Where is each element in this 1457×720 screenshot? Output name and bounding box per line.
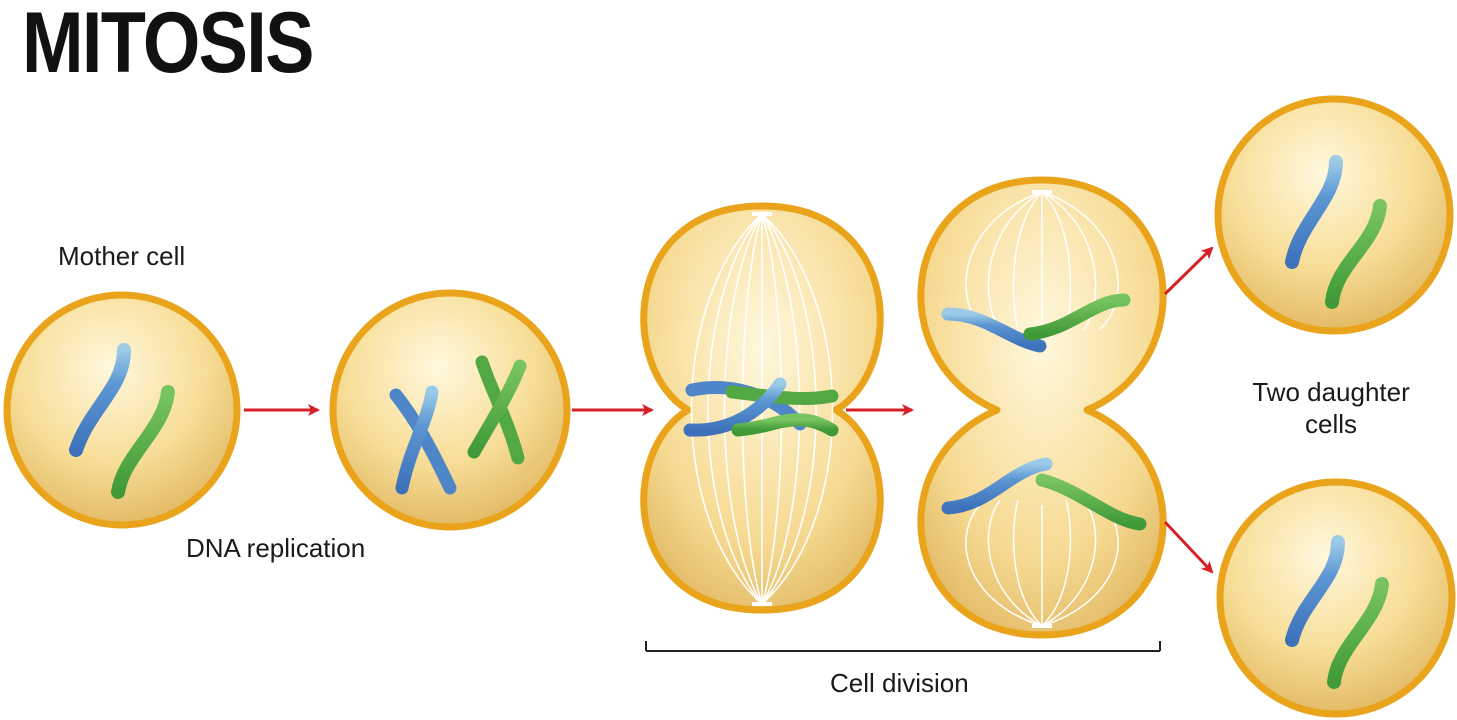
two-daughter-cells-label: Two daughter cells [1252,377,1410,439]
chromosome-green [111,385,175,499]
cell-division-bracket [645,641,1161,652]
mother-cell [3,291,241,529]
dividing-cell-anaphase [917,176,1167,639]
chromosome-blue-x [389,385,457,495]
mother-cell-label: Mother cell [58,241,186,271]
process-arrows [244,246,1214,574]
aligned-chromosomes [683,377,839,437]
chromosome-blue [1285,535,1345,647]
page-title: MITOSIS [22,0,314,91]
dna-replication-label: DNA replication [186,533,366,563]
chromosome-green-x [467,355,527,465]
daughter-cell-bottom [1216,478,1456,718]
daughter-cell-top [1214,95,1454,335]
replicated-cell [329,289,571,531]
spindle-fibers-top [965,191,1119,331]
chromosome-green [1325,199,1387,309]
arrow-5 [1163,520,1214,574]
separating-chromosomes [941,293,1147,531]
chromosome-blue [1285,155,1343,269]
chromosome-green [1327,577,1389,689]
dividing-cell-metaphase [640,202,884,614]
chromosome-blue [69,343,131,457]
cell-division-label: Cell division [830,668,969,698]
arrow-4 [1163,246,1214,296]
